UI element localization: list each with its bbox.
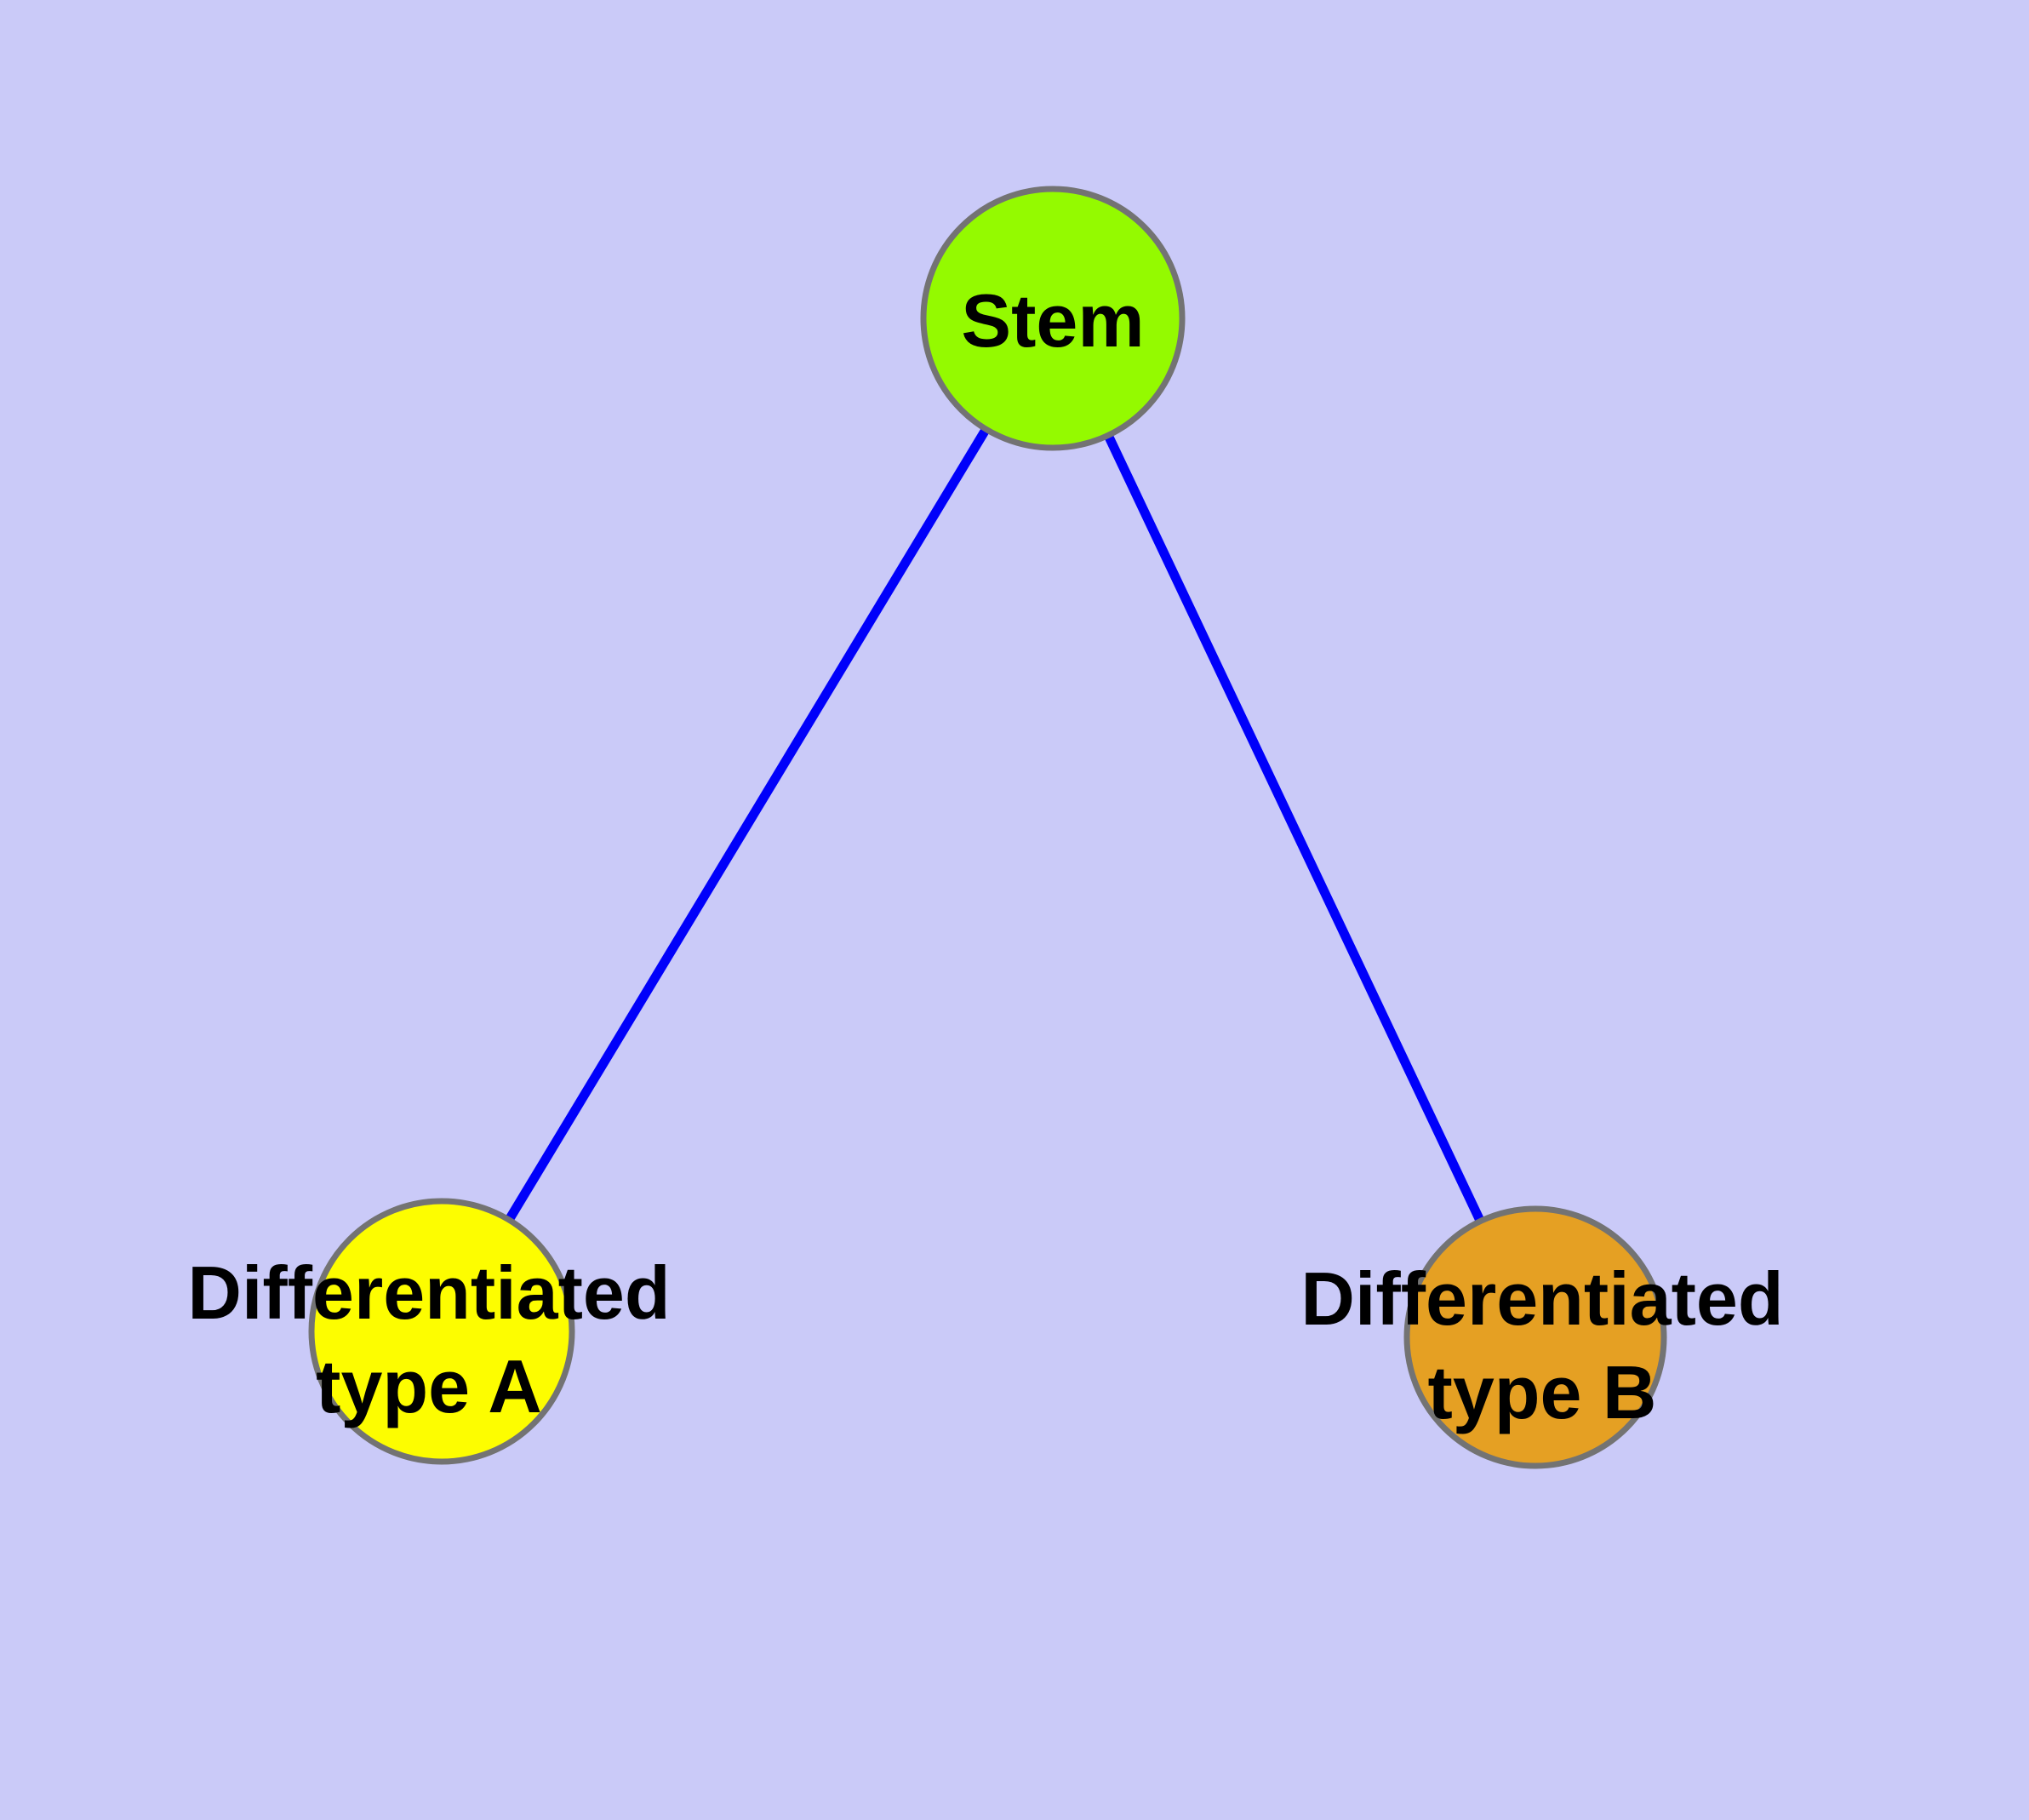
node-stem-label: Stem	[961, 278, 1144, 363]
edge-stem-to-type-a	[437, 316, 1057, 1334]
node-type-b-label-line2: type B	[1428, 1350, 1657, 1434]
node-differentiated-type-b	[1403, 1205, 1667, 1469]
node-type-a-label-line1: Differentiated	[187, 1251, 670, 1335]
edge-stem-to-type-b	[1049, 316, 1540, 1340]
node-stem	[920, 186, 1186, 451]
node-differentiated-type-a	[308, 1198, 575, 1465]
node-type-a-label-line2: type A	[316, 1344, 542, 1428]
node-type-b-label-line1: Differentiated	[1300, 1256, 1783, 1341]
